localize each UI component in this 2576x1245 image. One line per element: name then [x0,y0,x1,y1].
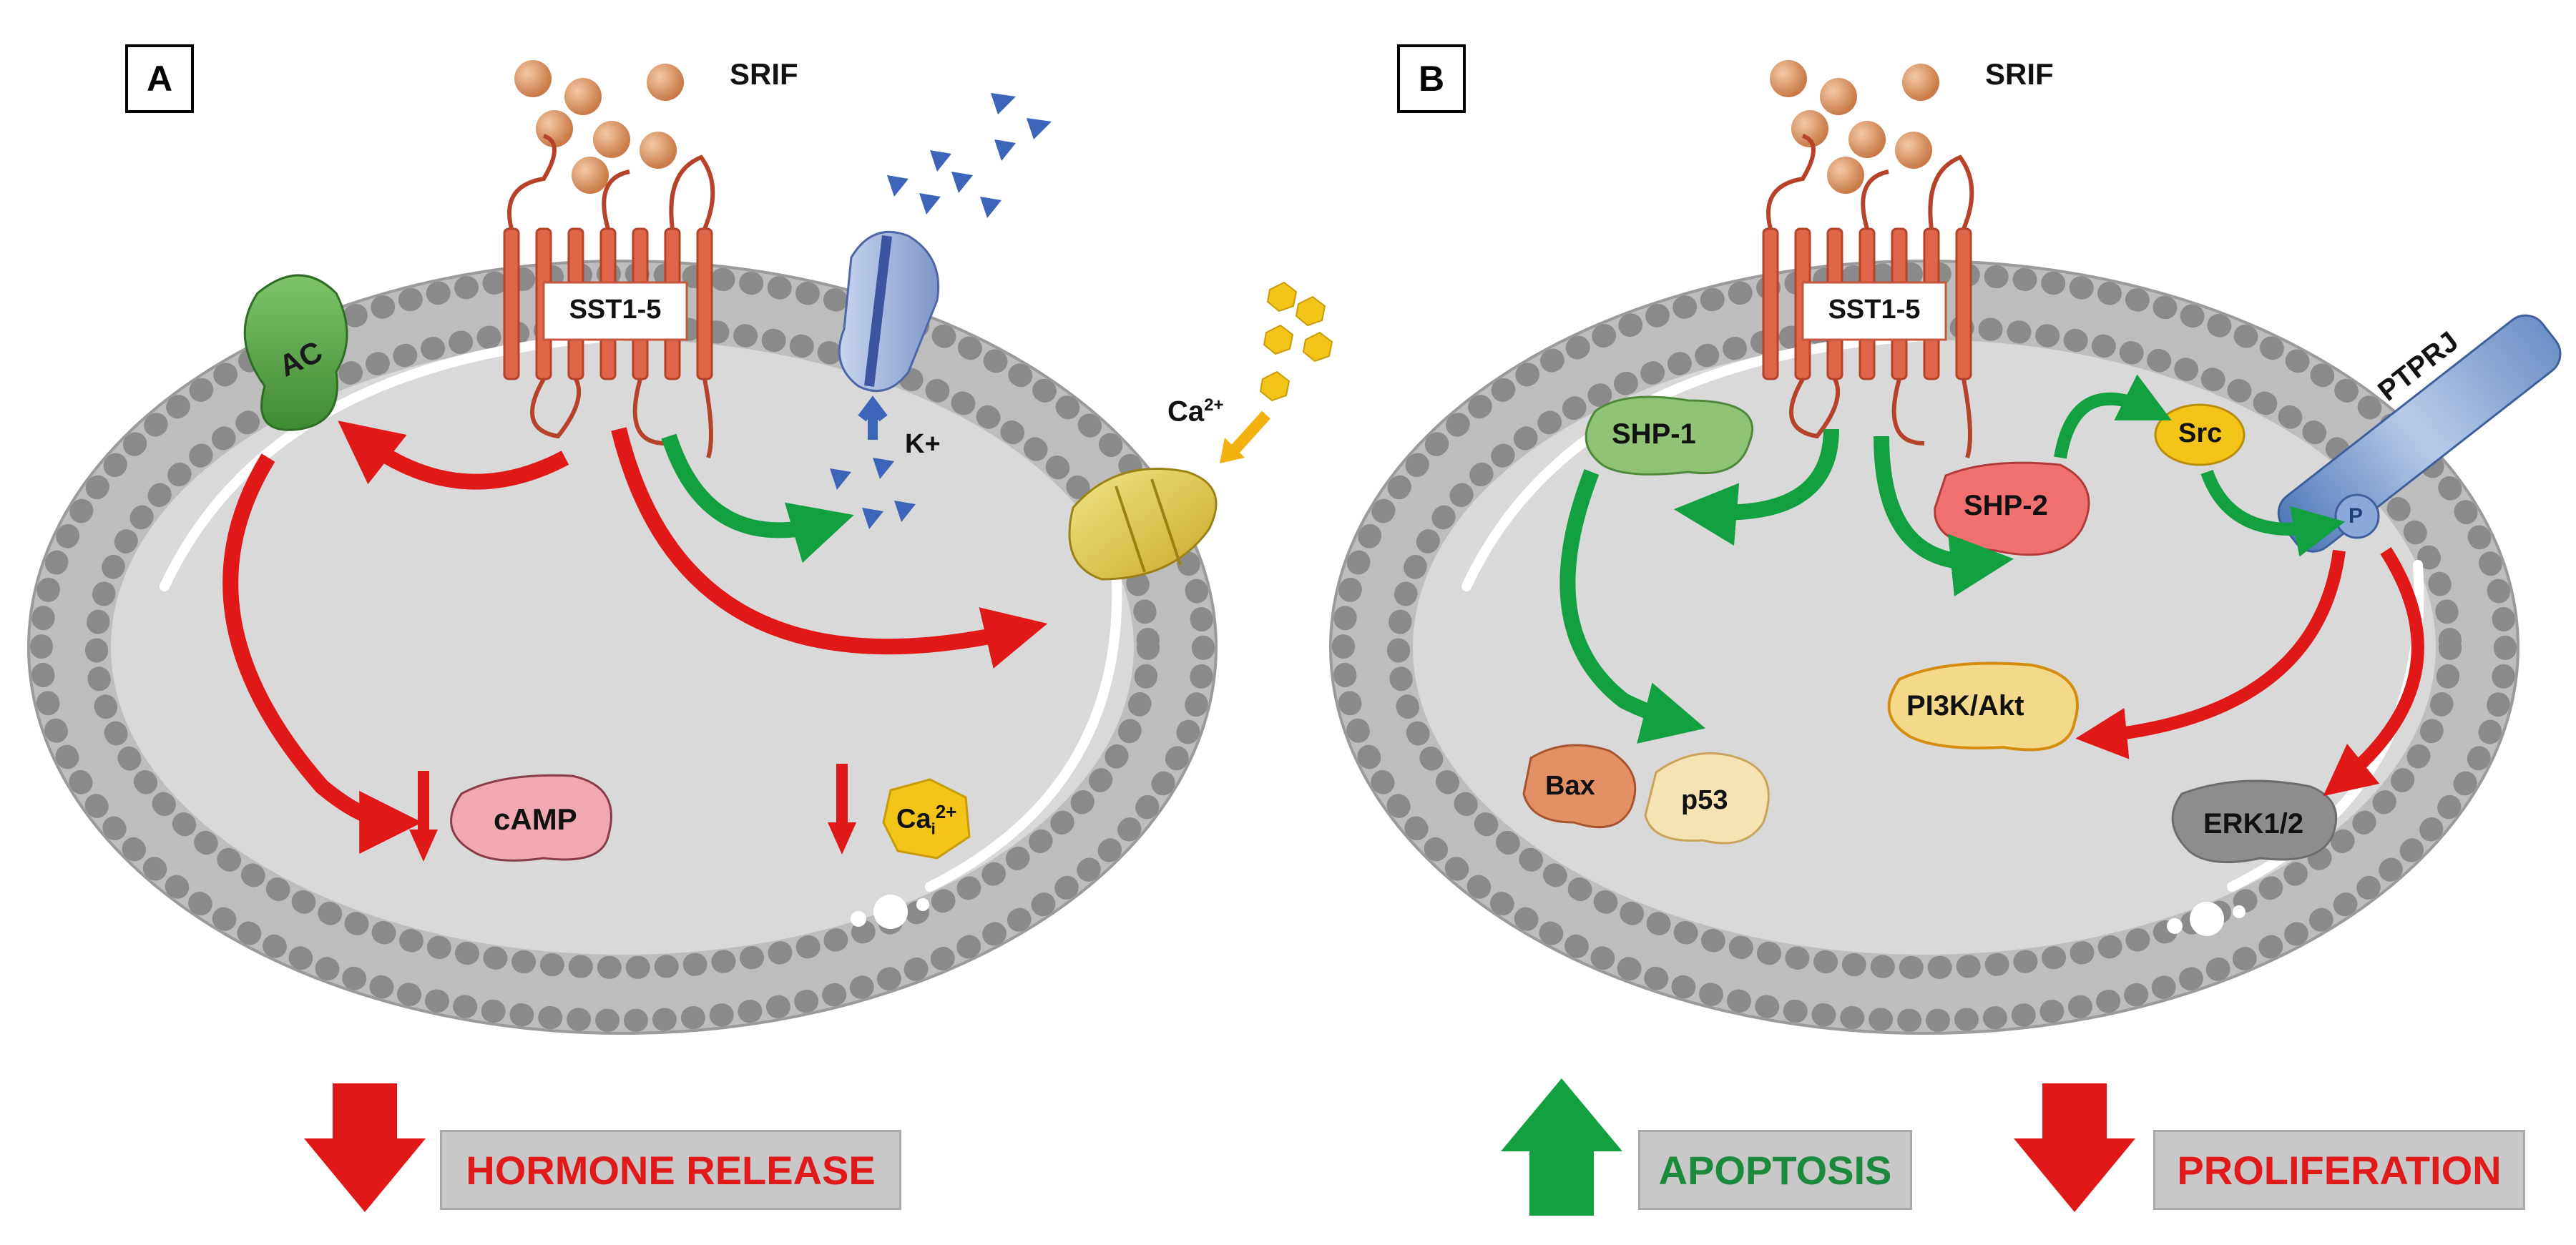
camp-label: cAMP [494,802,577,836]
arrow-sst-to-k-channel [661,433,854,564]
pi3k-shape [1887,661,2079,752]
arrow-src-to-ptprj [2200,469,2346,557]
phospho-p-label: P [2349,504,2364,528]
k-efflux-arrow [858,395,888,440]
srif-ligand-b [1770,60,1939,194]
arrow-sst-to-shp1 [1673,428,1839,546]
calcium-channel-label-text: Ca [1167,395,1205,428]
panel-label-a: A [125,44,194,113]
srif-label-b: SRIF [1985,57,2054,91]
calcium-ions-extracellular [1259,281,1333,402]
receptor-label-box-a [542,281,688,341]
arrow-ptprj-to-pi3k [2075,549,2346,759]
intracellular-calcium-label: Cai2+ [896,801,956,838]
p53-shape [1644,752,1770,845]
calcium-channel [1068,468,1218,581]
ca-influx-arrow [1230,410,1270,455]
membrane-phospholipid-heads-b [1332,262,2517,1032]
decrease-hormone-release-arrow [304,1083,426,1212]
membrane-phospholipid-heads [30,262,1215,1032]
src-shape [2154,403,2246,466]
arrow-shp1-to-bax-p53 [1559,469,1706,744]
outcome-proliferation: PROLIFERATION [2153,1130,2525,1210]
outcome-apoptosis: APOPTOSIS [1638,1130,1912,1210]
arrow-sst-to-ac [338,420,569,490]
cai-sub: i [931,820,936,838]
bax-shape [1522,744,1637,829]
arrow-sst-to-shp2 [1874,435,2014,597]
panel-label-b: B [1397,44,1466,113]
ca-influx-arrowhead [1220,438,1245,463]
potassium-ions [830,93,1052,529]
potassium-channel [838,230,940,393]
arrow-shp2-to-src [2054,374,2172,459]
vesicle-bubbles-b [2167,902,2246,936]
src-label: Src [2178,418,2223,448]
cai-sup: 2+ [935,801,957,822]
arrow-sst-to-ca-channel [611,427,1048,669]
panel-a [27,60,1333,1212]
receptor-label-b: SST1-5 [1828,295,1921,325]
shp2-label: SHP-2 [1964,490,2048,521]
cytoplasm-highlight-lower [925,560,1122,892]
receptor-label-box-b [1801,281,1947,341]
increase-apoptosis-arrow [1501,1078,1622,1216]
bax-label: Bax [1545,771,1595,801]
camp-shape [450,774,612,862]
decrease-proliferation-arrow [2014,1083,2135,1212]
shp1-label: SHP-1 [1612,418,1696,450]
potassium-label: K+ [905,429,941,459]
calcium-channel-label: Ca2+ [1167,395,1224,428]
arrow-ptprj-to-erk [2323,547,2424,797]
receptor-sst-a [503,134,715,458]
intracellular-calcium-shape [882,778,971,860]
erk-label: ERK1/2 [2203,808,2304,840]
cai-text: Ca [896,804,931,835]
panel-b [1329,60,2562,1216]
receptor-label-a: SST1-5 [569,295,662,325]
p53-label: p53 [1681,785,1728,815]
decrease-cai-arrow [828,764,856,855]
srif-label-a: SRIF [730,57,798,91]
srif-ligand-a [514,60,684,194]
shp1-shape [1585,395,1753,476]
decrease-camp-arrow [409,771,438,862]
pi3k-label: PI3K/Akt [1906,690,2024,722]
erk-shape [2171,779,2338,864]
calcium-channel-label-sup: 2+ [1204,395,1224,415]
vesicle-bubbles-a [851,895,929,929]
outcome-hormone-release: HORMONE RELEASE [440,1130,901,1210]
adenylyl-cyclase-shape [243,274,348,431]
arrow-ac-to-camp [222,453,423,854]
